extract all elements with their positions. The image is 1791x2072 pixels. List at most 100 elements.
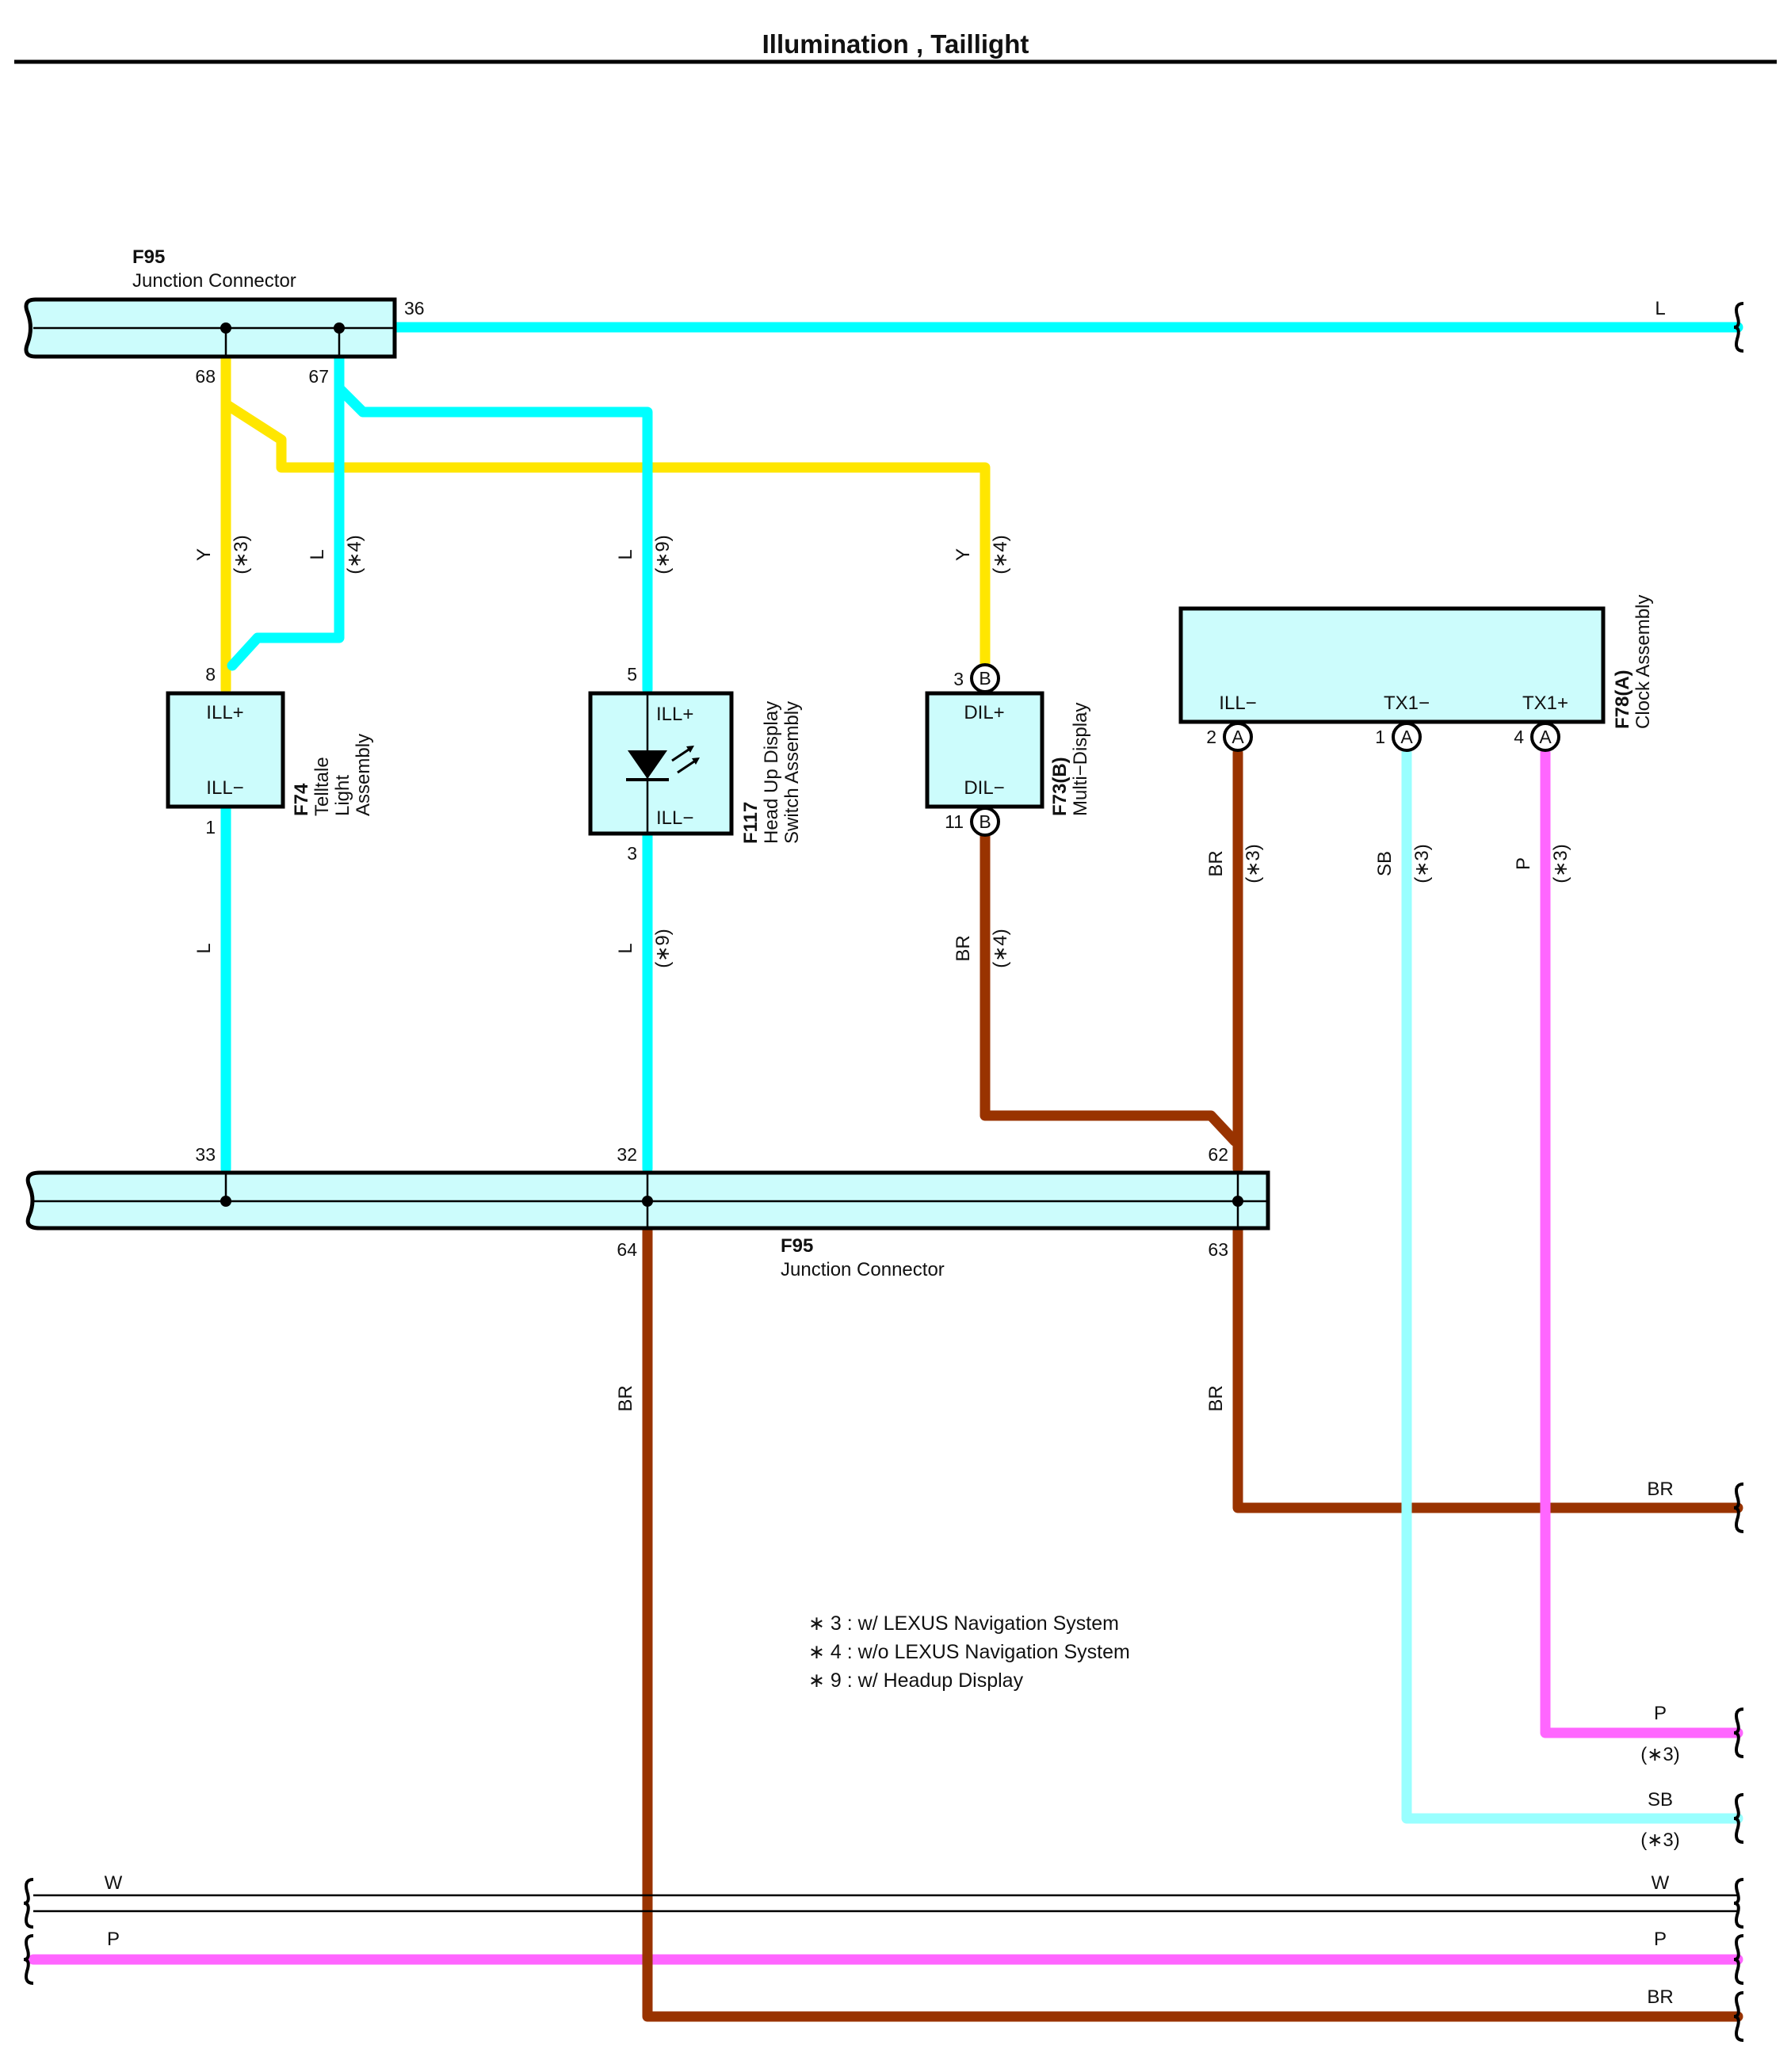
svg-text:(∗3): (∗3) xyxy=(1243,844,1264,883)
f117-label: F117 Head Up Display Switch Assembly xyxy=(740,701,803,844)
f73-label: F73(B) Multi−Display xyxy=(1049,703,1091,816)
led-icon xyxy=(626,746,700,781)
pin-64: 64 xyxy=(617,1239,637,1260)
svg-text:F78(A): F78(A) xyxy=(1612,670,1633,729)
note-9: ∗ 9 : w/ Headup Display xyxy=(808,1669,1024,1692)
f73-body xyxy=(925,691,1044,809)
wire-l-67-f74 xyxy=(227,351,345,671)
svg-text:Multi−Display: Multi−Display xyxy=(1070,703,1091,816)
svg-text:(∗3): (∗3) xyxy=(1550,844,1571,883)
f73-term-top: DIL+ xyxy=(964,702,1004,723)
svg-text:F73(B): F73(B) xyxy=(1049,757,1071,816)
svg-text:(∗3): (∗3) xyxy=(1411,844,1433,883)
svg-text:Y: Y xyxy=(953,548,974,561)
wire-y-f73 xyxy=(220,399,991,679)
svg-text:L: L xyxy=(307,549,328,559)
label-w-left: W xyxy=(105,1872,123,1894)
svg-text:Switch Assembly: Switch Assembly xyxy=(781,701,803,844)
f78-term-ill: ILL− xyxy=(1219,693,1256,714)
wire-labels: Y (∗3) L (∗4) L (∗9) Y (∗4) L L (∗9) BR … xyxy=(193,535,1571,1411)
svg-text:F74: F74 xyxy=(291,783,312,816)
wire-br-63 xyxy=(1232,1223,1743,1513)
label-sb-right: SB xyxy=(1648,1789,1673,1811)
svg-text:Assembly: Assembly xyxy=(353,734,374,816)
svg-text:(∗3): (∗3) xyxy=(231,535,252,574)
pin-32: 32 xyxy=(617,1144,637,1165)
f78-pin-ill: 2 xyxy=(1206,727,1216,747)
f73-pin-bottom: 11 xyxy=(945,811,964,832)
f73-pin-top: 3 xyxy=(953,669,964,689)
f95-top-name: Junction Connector xyxy=(132,270,296,292)
f78-label: F78(A) Clock Assembly xyxy=(1612,595,1654,729)
wire-continuation-marks xyxy=(23,302,1744,2042)
label-w-right: W xyxy=(1652,1872,1670,1894)
wire-p-tx xyxy=(1540,747,1743,1738)
f73-term-bottom: DIL− xyxy=(964,777,1004,799)
f74-pin-bottom: 1 xyxy=(205,817,216,838)
svg-text:(∗9): (∗9) xyxy=(652,535,674,574)
svg-text:(∗4): (∗4) xyxy=(990,535,1011,574)
pin-62: 62 xyxy=(1208,1144,1228,1165)
f74-label: F74 Telltale Light Assembly xyxy=(291,734,374,816)
f78-ring-tx1-minus-letter: A xyxy=(1400,727,1413,747)
f95-bottom-code: F95 xyxy=(781,1235,813,1257)
svg-text:SB: SB xyxy=(1374,851,1396,876)
label-br-right: BR xyxy=(1647,1479,1673,1500)
f117-term-top: ILL+ xyxy=(656,704,693,725)
f73-ring-bottom xyxy=(970,807,1000,837)
svg-text:BR: BR xyxy=(953,935,974,961)
svg-text:(∗9): (∗9) xyxy=(652,929,674,967)
f73-ring-bottom-letter: B xyxy=(979,811,991,832)
pin-68: 68 xyxy=(195,366,216,387)
f117-pin-top: 5 xyxy=(627,664,637,685)
svg-text:F117: F117 xyxy=(740,802,762,844)
pin-33: 33 xyxy=(195,1144,216,1165)
svg-text:P: P xyxy=(1513,857,1534,870)
f78-pin-tx1-minus: 1 xyxy=(1375,727,1385,747)
f74-term-top: ILL+ xyxy=(206,702,243,723)
f78-ring-ill-letter: A xyxy=(1232,727,1244,747)
wire-br-f73 xyxy=(980,826,1240,1147)
f74-term-bottom: ILL− xyxy=(206,777,243,799)
label-p-left: P xyxy=(107,1929,120,1950)
f78-ring-ill xyxy=(1223,722,1253,752)
f73-ring-top-letter: B xyxy=(979,668,991,689)
page-title: Illumination , Taillight xyxy=(762,29,1029,59)
f78-ring-tx1-minus xyxy=(1392,722,1422,752)
junction-connector-bottom xyxy=(25,1170,1270,1231)
f95-bottom-name: Junction Connector xyxy=(781,1259,945,1280)
f74-pin-top: 8 xyxy=(205,664,216,685)
label-sb-right-note: (∗3) xyxy=(1640,1830,1679,1851)
f78-term-tx1-plus: TX1+ xyxy=(1522,693,1568,714)
f95-top-code: F95 xyxy=(132,246,165,268)
f117-term-bottom: ILL− xyxy=(656,807,693,829)
svg-text:(∗4): (∗4) xyxy=(990,929,1011,967)
pin-67: 67 xyxy=(308,366,329,387)
f117-body xyxy=(588,691,734,836)
svg-text:BR: BR xyxy=(1205,1385,1227,1411)
pin-36: 36 xyxy=(404,298,425,319)
f78-ring-tx1-plus xyxy=(1530,722,1560,752)
wire-l-67-f117 xyxy=(334,383,653,695)
f74-body xyxy=(166,691,285,809)
svg-text:Head Up Display: Head Up Display xyxy=(761,701,782,844)
svg-text:BR: BR xyxy=(615,1385,636,1411)
svg-text:L: L xyxy=(615,549,636,559)
svg-text:L: L xyxy=(615,943,636,953)
junction-connector-top xyxy=(24,297,397,359)
f117-pin-bottom: 3 xyxy=(627,843,637,864)
label-p-right-note: (∗3) xyxy=(1640,1744,1679,1765)
label-l-top-right: L xyxy=(1655,298,1665,319)
f78-term-tx1-minus: TX1− xyxy=(1384,693,1430,714)
f73-ring-top xyxy=(970,663,1000,693)
f78-ring-tx1-plus-letter: A xyxy=(1539,727,1552,747)
svg-text:Light: Light xyxy=(332,775,353,816)
label-p-right-lower: P xyxy=(1654,1929,1667,1950)
wire-sb-tx xyxy=(1401,747,1743,1824)
svg-text:BR: BR xyxy=(1205,850,1227,876)
svg-text:Clock Assembly: Clock Assembly xyxy=(1633,595,1654,729)
pin-63: 63 xyxy=(1208,1239,1228,1260)
svg-text:L: L xyxy=(193,943,215,953)
svg-text:(∗4): (∗4) xyxy=(344,535,365,574)
